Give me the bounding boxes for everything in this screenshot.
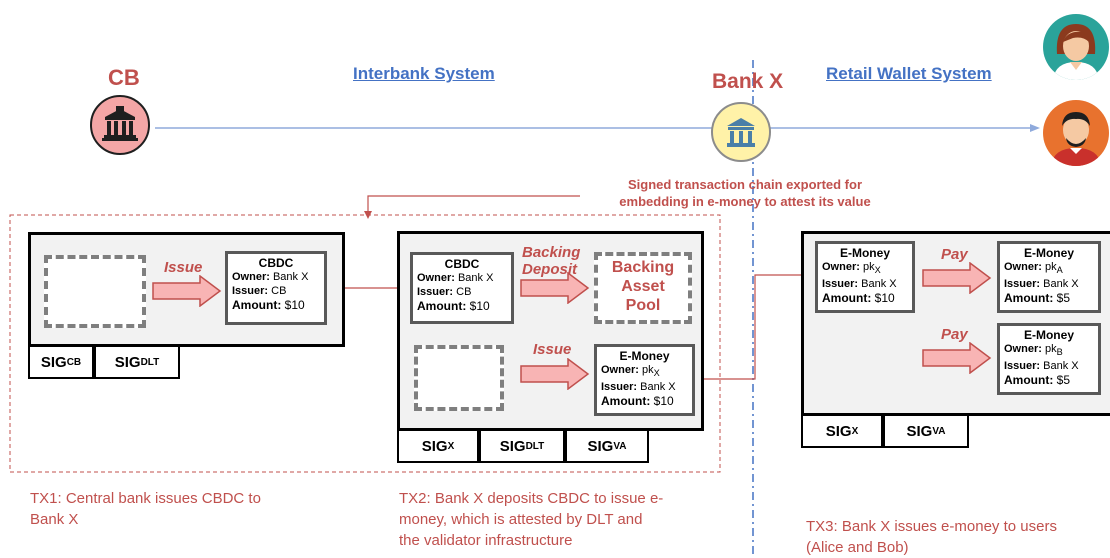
export-note-line-2: embedding in e-money to attest its value bbox=[619, 194, 871, 209]
card-owner: Owner: Bank X bbox=[417, 272, 494, 284]
tx2-empty-input bbox=[414, 345, 504, 411]
tx2-issue-label: Issue bbox=[533, 341, 572, 358]
tx1-empty-input bbox=[44, 255, 146, 328]
bank-x-icon bbox=[711, 102, 771, 162]
retail-wallet-system-link[interactable]: Retail Wallet System bbox=[826, 64, 992, 83]
export-connector-arrowhead bbox=[364, 211, 372, 219]
tx2-cbdc-card: CBDC Owner: Bank X Issuer: CB Amount: $1… bbox=[410, 252, 514, 324]
card-amount: Amount: $5 bbox=[1004, 373, 1071, 388]
tx3-pay-arrow-1 bbox=[922, 262, 992, 294]
tx1-issue-arrow bbox=[152, 275, 222, 307]
tx2-issue-arrow bbox=[520, 358, 590, 390]
bank-building-icon bbox=[727, 118, 755, 147]
cb-label: CB bbox=[108, 65, 140, 90]
card-issuer: Issuer: CB bbox=[232, 285, 287, 297]
card-title: E-Money bbox=[839, 246, 890, 260]
tx3-card-alice: E-Money Owner: pkA Issuer: Bank X Amount… bbox=[997, 241, 1101, 313]
building-icon bbox=[102, 106, 138, 141]
tx2-backing-asset-pool bbox=[594, 252, 692, 324]
tx3-pay-label-1: Pay bbox=[941, 246, 968, 263]
card-amount: Amount: $10 bbox=[822, 291, 895, 306]
export-connector bbox=[367, 195, 580, 213]
tx2-caption: TX2: Bank X deposits CBDC to issue e- mo… bbox=[399, 490, 664, 549]
card-issuer: Issuer: Bank X bbox=[601, 381, 676, 394]
card-amount: Amount: $5 bbox=[1004, 291, 1071, 306]
card-owner: Owner: pkB bbox=[1004, 343, 1063, 358]
bank-x-label: Bank X bbox=[712, 70, 784, 93]
export-note: Signed transaction chain exported for em… bbox=[585, 176, 905, 210]
card-issuer: Issuer: Bank X bbox=[1004, 360, 1079, 373]
interbank-system-link[interactable]: Interbank System bbox=[353, 64, 495, 83]
central-bank-icon bbox=[90, 95, 150, 155]
card-title: CBDC bbox=[444, 257, 480, 271]
card-title: E-Money bbox=[1023, 246, 1074, 260]
card-amount: Amount: $10 bbox=[232, 298, 305, 312]
card-owner: Owner: pkX bbox=[822, 261, 881, 276]
woman-icon bbox=[1053, 24, 1099, 80]
card-owner: Owner: pkX bbox=[601, 364, 660, 379]
card-owner: Owner: pkA bbox=[1004, 261, 1063, 276]
tx1-caption: TX1: Central bank issues CBDC to Bank X bbox=[30, 490, 261, 528]
card-title: E-Money bbox=[619, 349, 670, 363]
tx2-pool-label: Backing Asset Pool bbox=[611, 259, 675, 314]
system-line-arrowhead bbox=[1030, 124, 1040, 132]
card-title: E-Money bbox=[1023, 328, 1074, 342]
export-note-line-1: Signed transaction chain exported for bbox=[627, 177, 863, 192]
tx2-emoney-card: E-Money Owner: pkX Issuer: Bank X Amount… bbox=[594, 344, 695, 416]
tx2-backing-arrow bbox=[520, 272, 590, 304]
tx3-source-card: E-Money Owner: pkX Issuer: Bank X Amount… bbox=[815, 241, 915, 313]
card-amount: Amount: $10 bbox=[601, 394, 674, 409]
card-issuer: Issuer: CB bbox=[417, 286, 472, 298]
tx1-issue-label: Issue bbox=[164, 259, 203, 276]
tx3-pay-label-2: Pay bbox=[941, 326, 968, 343]
card-issuer: Issuer: Bank X bbox=[1004, 278, 1079, 291]
tx1-cbdc-card: CBDC Owner: Bank X Issuer: CB Amount: $1… bbox=[225, 251, 327, 325]
card-title: CBDC bbox=[258, 256, 294, 270]
card-issuer: Issuer: Bank X bbox=[822, 278, 897, 291]
tx2-to-tx3-connector bbox=[695, 274, 808, 380]
man-icon bbox=[1051, 112, 1101, 166]
alice-avatar bbox=[1043, 14, 1109, 80]
card-amount: Amount: $10 bbox=[417, 299, 490, 313]
tx3-card-bob: E-Money Owner: pkB Issuer: Bank X Amount… bbox=[997, 323, 1101, 395]
tx2-backing-deposit-label: Backing Deposit bbox=[522, 244, 581, 278]
card-owner: Owner: Bank X bbox=[232, 271, 309, 283]
tx3-caption: TX3: Bank X issues e-money to users (Ali… bbox=[806, 518, 1057, 556]
bob-avatar bbox=[1043, 100, 1109, 166]
tx3-pay-arrow-2 bbox=[922, 342, 992, 374]
